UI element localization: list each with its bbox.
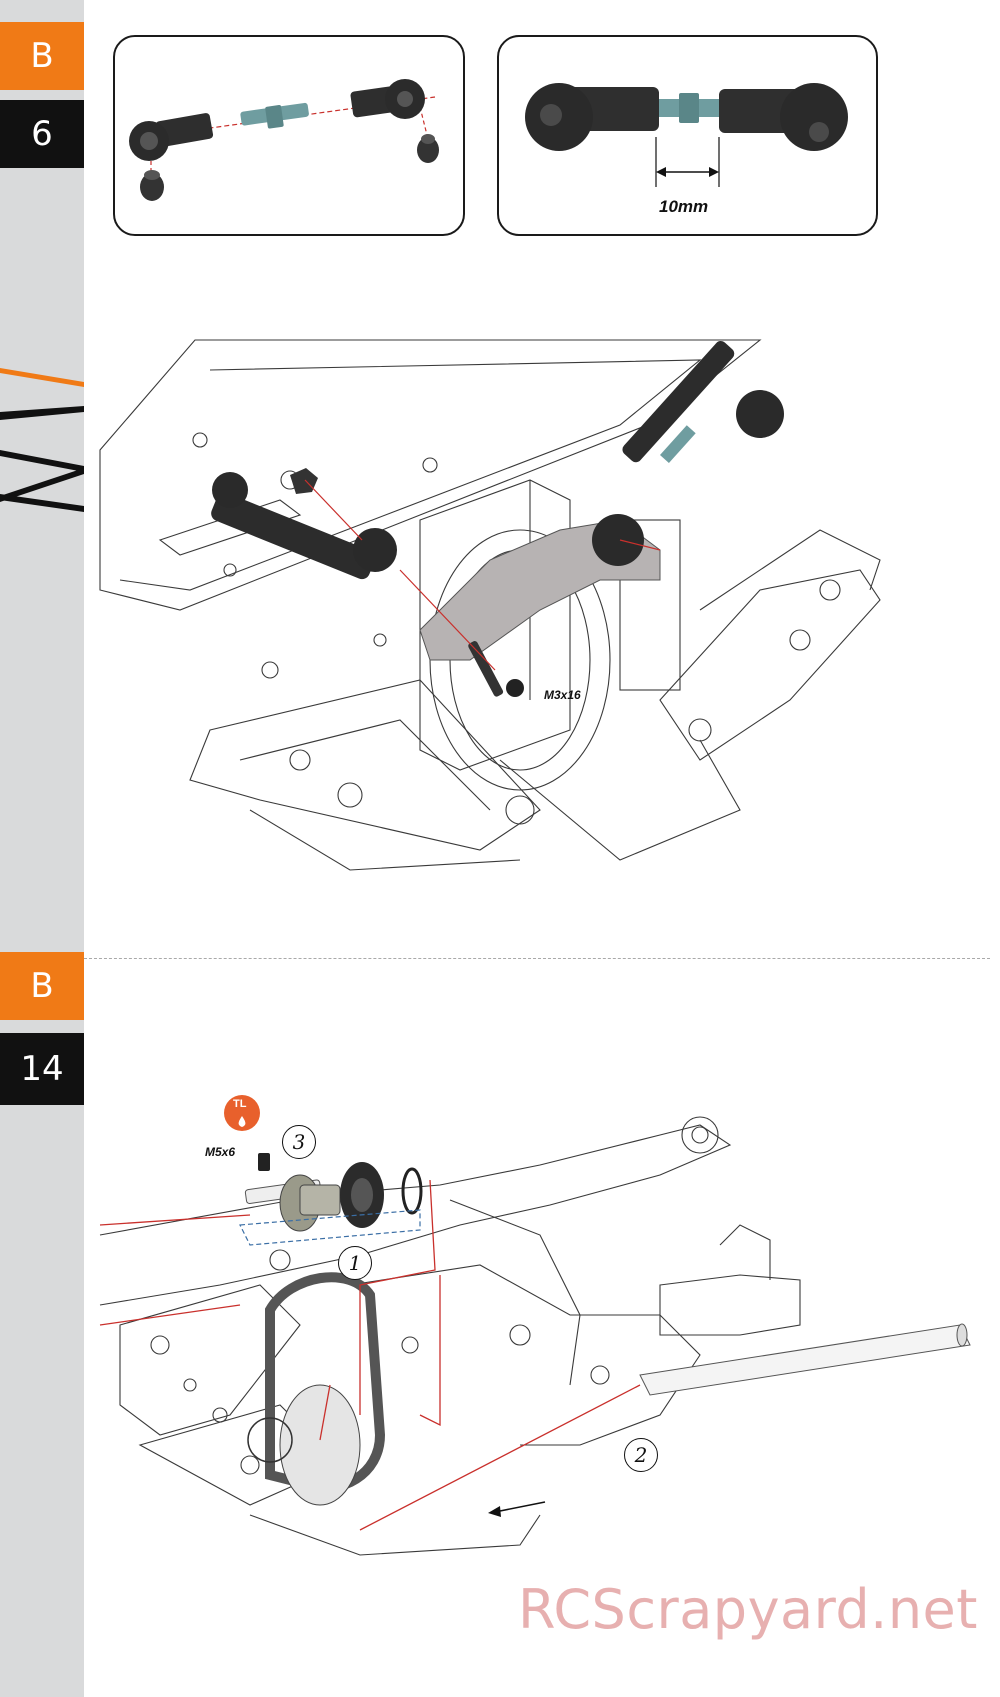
sidebar-strip bbox=[0, 0, 84, 1697]
threadlock-icon bbox=[224, 1095, 260, 1131]
exploded-turnbuckle-illustration bbox=[129, 79, 439, 201]
section-tab-step1: B bbox=[0, 22, 84, 90]
turnbuckle-length-panel: 10mm bbox=[497, 35, 878, 236]
callout-1: 1 bbox=[338, 1246, 372, 1280]
turnbuckle-length-label: 10mm bbox=[659, 197, 709, 216]
step-number-tab-step2: 14 bbox=[0, 1033, 84, 1105]
callout-3: 3 bbox=[282, 1125, 316, 1159]
section-tab-step2: B bbox=[0, 952, 84, 1020]
watermark-text: RCScrapyard.net bbox=[518, 1578, 978, 1641]
step-number-tab-step1: 6 bbox=[0, 100, 84, 168]
step1-assembly-illustration bbox=[99, 339, 881, 871]
threadlock-icon-text: TL bbox=[233, 1098, 247, 1110]
callout-2: 2 bbox=[624, 1438, 658, 1472]
sidebar-decoration bbox=[0, 368, 84, 512]
step2-assembly-illustration bbox=[99, 1116, 971, 1556]
step2-screw-label: M5x6 bbox=[205, 1145, 236, 1159]
step-divider bbox=[84, 958, 990, 959]
exploded-turnbuckle-panel bbox=[113, 35, 465, 236]
step1-screw-label: M3x16 bbox=[544, 688, 581, 702]
assembled-turnbuckle-illustration bbox=[525, 83, 848, 187]
